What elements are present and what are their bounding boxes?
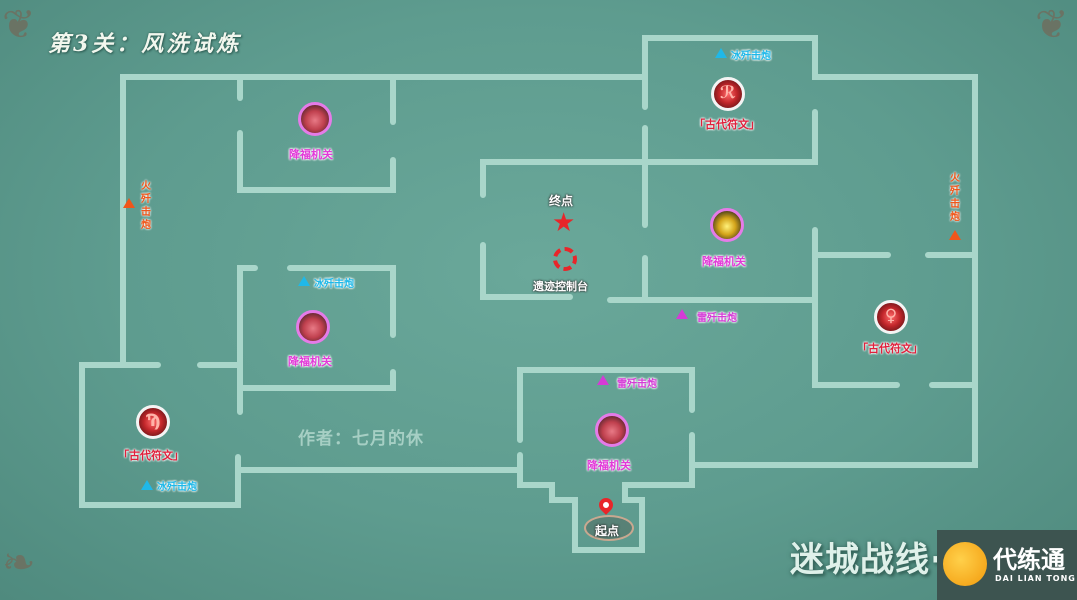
cycle-arrows-icon[interactable] — [553, 247, 577, 271]
end-point-label: 终点 — [549, 194, 574, 208]
logo-emblem-icon — [943, 542, 987, 586]
ice-cannon-icon — [141, 480, 153, 490]
fire-cannon-label: 火歼击炮 — [141, 181, 151, 231]
mechanism-icon[interactable] — [296, 310, 330, 344]
fire-cannon-icon — [123, 198, 135, 208]
console-label: 遗迹控制台 — [533, 280, 588, 293]
rune-icon[interactable]: ♀ — [874, 300, 908, 334]
ice-cannon-icon — [715, 48, 727, 58]
start-ellipse — [584, 515, 634, 541]
rune-label: 「古代符文」 — [694, 118, 760, 131]
mechanism-icon[interactable] — [298, 102, 332, 136]
ice-cannon-label: 冰歼击炮 — [731, 51, 771, 62]
rune-label: 「古代符文」 — [857, 342, 923, 355]
mechanism-icon[interactable] — [595, 413, 629, 447]
fire-cannon-label: 火歼击炮 — [950, 173, 960, 223]
thunder-cannon-icon — [597, 375, 609, 385]
rune-icon[interactable]: ℛ — [711, 77, 745, 111]
thunder-cannon-label: 雷歼击炮 — [697, 313, 737, 324]
corner-ornament-top-left: ❦ — [2, 2, 36, 48]
ice-cannon-label: 冰歼击炮 — [314, 279, 354, 290]
level-title: 第3关：风洗试炼 — [48, 31, 242, 57]
thunder-cannon-label: 雷歼击炮 — [617, 379, 657, 390]
corner-ornament-bottom-left: ❧ — [2, 540, 36, 586]
mechanism-gold-icon[interactable] — [710, 208, 744, 242]
rune-icon[interactable]: Ϡ — [136, 405, 170, 439]
game-watermark: 迷城战线· — [790, 540, 944, 580]
thunder-cannon-icon — [676, 309, 688, 319]
corner-ornament-top-right: ❦ — [1035, 2, 1069, 48]
ice-cannon-label: 冰歼击炮 — [157, 482, 197, 493]
mechanism-label: 降福机关 — [288, 355, 332, 368]
logo-title: 代练通 — [993, 546, 1065, 574]
ice-cannon-icon — [298, 276, 310, 286]
logo-subtitle: DAI LIAN TONG — [995, 574, 1076, 583]
author-credit: 作者：七月的休 — [298, 429, 424, 449]
mechanism-label: 降福机关 — [289, 148, 333, 161]
mechanism-label: 降福机关 — [587, 459, 631, 472]
fire-cannon-icon — [949, 230, 961, 240]
start-point-label: 起点 — [595, 524, 620, 538]
rune-label: 「古代符文」 — [118, 449, 184, 462]
site-logo: 代练通 DAI LIAN TONG — [937, 530, 1077, 600]
mechanism-label: 降福机关 — [702, 255, 746, 268]
star-icon[interactable]: ★ — [552, 208, 576, 238]
